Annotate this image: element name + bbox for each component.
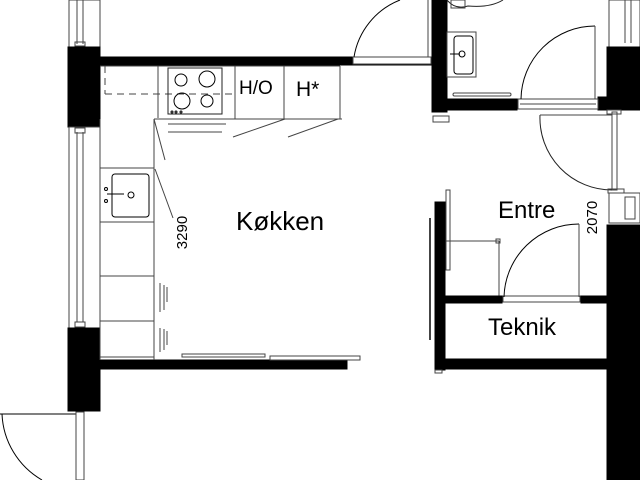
door-exterior-bottom-left bbox=[0, 411, 85, 480]
wall-teknik-bottom bbox=[434, 358, 608, 370]
wall-right-lower bbox=[606, 224, 640, 480]
window-right-mid bbox=[608, 192, 640, 224]
wardrobe bbox=[445, 189, 501, 297]
window-left-mid bbox=[68, 126, 101, 329]
bathroom-sink bbox=[446, 31, 512, 97]
wall-left-upper bbox=[67, 46, 101, 128]
wall-kitchen-bottom bbox=[99, 359, 348, 370]
wall-bathroom-left bbox=[431, 0, 448, 113]
kitchen-sink bbox=[104, 173, 150, 218]
toilet bbox=[446, 0, 504, 8]
wall-bathroom-bottom bbox=[446, 98, 518, 111]
door-bathroom bbox=[517, 25, 599, 110]
wall-kitchen-top bbox=[99, 56, 338, 66]
appliance-label-ho: H/O bbox=[239, 78, 273, 99]
door-teknik bbox=[502, 223, 581, 303]
wall-teknik-top bbox=[444, 295, 503, 304]
room-label-teknik: Teknik bbox=[488, 314, 557, 341]
door-kitchen-top bbox=[336, 0, 433, 66]
wall-right-upper bbox=[606, 46, 640, 111]
dimension-kitchen-length: 3290 bbox=[174, 215, 192, 250]
wall-left-lower bbox=[67, 327, 101, 412]
dimension-entre-length: 2070 bbox=[584, 200, 602, 235]
window-left-top bbox=[68, 0, 101, 48]
appliance-label-h: H* bbox=[296, 78, 320, 101]
counter-top-run bbox=[100, 65, 342, 120]
door-entrance bbox=[539, 109, 625, 194]
cabinet-doors-top bbox=[153, 118, 339, 161]
window-right-top bbox=[608, 0, 640, 48]
room-label-entre: Entre bbox=[498, 197, 556, 224]
cooktop bbox=[167, 67, 223, 115]
wall-entre-left bbox=[434, 201, 446, 371]
counter-left-run bbox=[99, 119, 174, 360]
sliding-door-kitchen-bottom bbox=[181, 353, 361, 361]
room-label-kokken: Køkken bbox=[236, 206, 325, 236]
